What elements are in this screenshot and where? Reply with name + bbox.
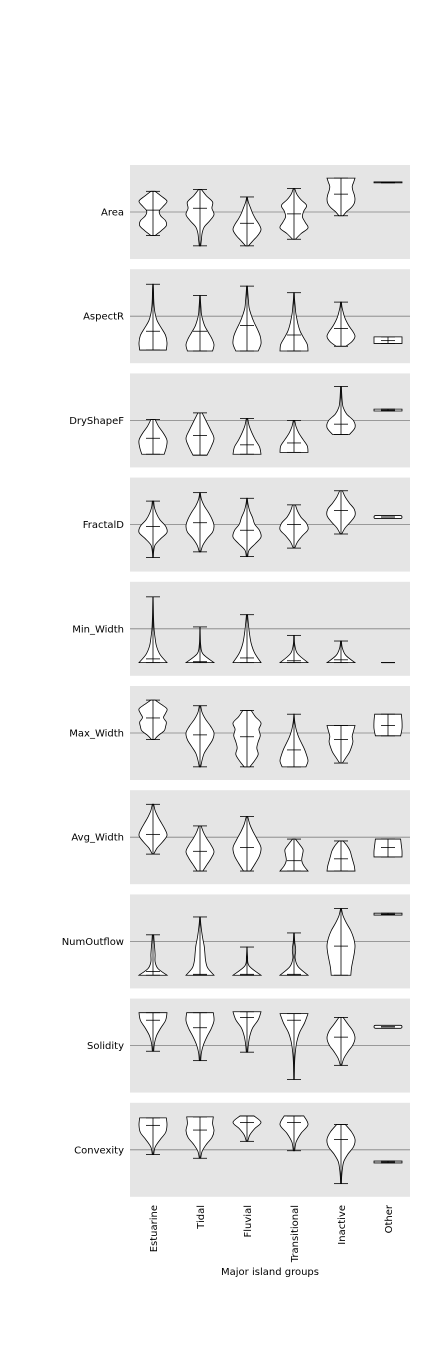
violin-fluvial [232,1011,262,1053]
violin-transitional [279,1013,309,1080]
panel-label: Min_Width [72,624,124,635]
violin-fluvial [232,418,262,455]
violin-fluvial [232,497,262,557]
panel-label: DryShapeF [69,416,124,427]
violin-tidal [184,626,216,664]
panel-label: Max_Width [69,729,124,740]
violin-fluvial [232,614,262,664]
panel-label: NumOutflow [62,937,124,948]
violin-estuarine [138,190,168,236]
x-tick-transitional: Transitional [290,1205,301,1263]
violin-other [373,181,403,184]
panel-solidity: Solidity [87,998,410,1093]
violin-inactive [326,725,356,764]
panel-min-width: Min_Width [72,581,410,676]
violin-tidal [185,825,215,872]
violin-tidal [185,412,215,456]
violin-other [373,713,403,737]
violin-tidal [185,189,215,247]
violin-transitional [279,713,309,768]
violin-other [373,912,403,916]
violin-inactive [326,177,356,217]
panel-label: Avg_Width [71,833,124,844]
violin-fluvial [232,285,262,352]
violin-inactive [326,386,356,435]
panel-convexity: Convexity [74,1102,410,1197]
violin-fluvial [232,196,262,247]
x-axis-label: Major island groups [221,1267,319,1278]
violin-inactive [326,301,356,347]
panel-numoutflow: NumOutflow [62,894,410,989]
x-tick-other: Other [384,1204,395,1233]
violin-fluvial [232,816,262,872]
x-tick-inactive: Inactive [337,1205,348,1245]
violin-estuarine [138,1012,168,1052]
violin-tidal [185,295,215,352]
violin-estuarine [137,934,169,976]
violin-estuarine [138,803,168,855]
violin-fluvial [232,1115,262,1142]
x-tick-tidal: Tidal [196,1205,207,1230]
violin-other [373,515,403,519]
violin-tidal [185,1012,215,1062]
violin-tidal [185,916,215,976]
violin-inactive [325,640,357,664]
violin-tidal [185,1116,215,1159]
violin-transitional [279,188,309,240]
violin-transitional [279,1115,309,1152]
violin-other [373,408,403,412]
x-tick-estuarine: Estuarine [149,1205,160,1252]
violin-transitional [279,292,309,352]
violin-transitional [278,932,310,976]
violin-estuarine [138,699,168,740]
panel-label: AspectR [83,312,124,323]
violin-tidal [185,705,215,768]
x-tick-labels: Estuarine Tidal Fluvial Transitional Inactiv… [149,1204,395,1263]
violin-inactive [326,490,356,535]
panel-aspectr: AspectR [83,269,410,364]
panel-avg-width: Avg_Width [71,790,410,885]
panel-label: Convexity [74,1145,124,1156]
violin-estuarine [138,500,168,558]
violin-fluvial [232,710,262,768]
violin-transitional [278,634,310,664]
violin-estuarine [138,1117,168,1155]
violin-inactive [326,908,356,976]
violin-transitional [279,838,309,872]
panel-fractald: FractalD [83,477,410,572]
panel-max-width: Max_Width [69,686,410,780]
panel-label: Solidity [87,1041,124,1052]
violin-other [373,1024,403,1029]
violin-other [373,838,403,858]
violin-inactive [326,1017,356,1066]
violin-estuarine [138,419,168,455]
violin-transitional [279,504,309,549]
violin-inactive [326,1124,356,1185]
x-tick-fluvial: Fluvial [243,1205,254,1237]
violin-other [373,1160,403,1164]
violin-estuarine [138,596,168,664]
violin-estuarine [138,283,168,351]
panel-area: Area [101,165,410,259]
violin-other [373,336,403,344]
panel-dryshapef: DryShapeF [69,373,410,468]
violin-tidal [185,492,215,553]
violin-inactive [326,840,356,872]
panel-label: Area [101,208,124,219]
panel-label: FractalD [83,520,125,531]
violin-fluvial [231,946,263,976]
violin-transitional [279,419,309,453]
